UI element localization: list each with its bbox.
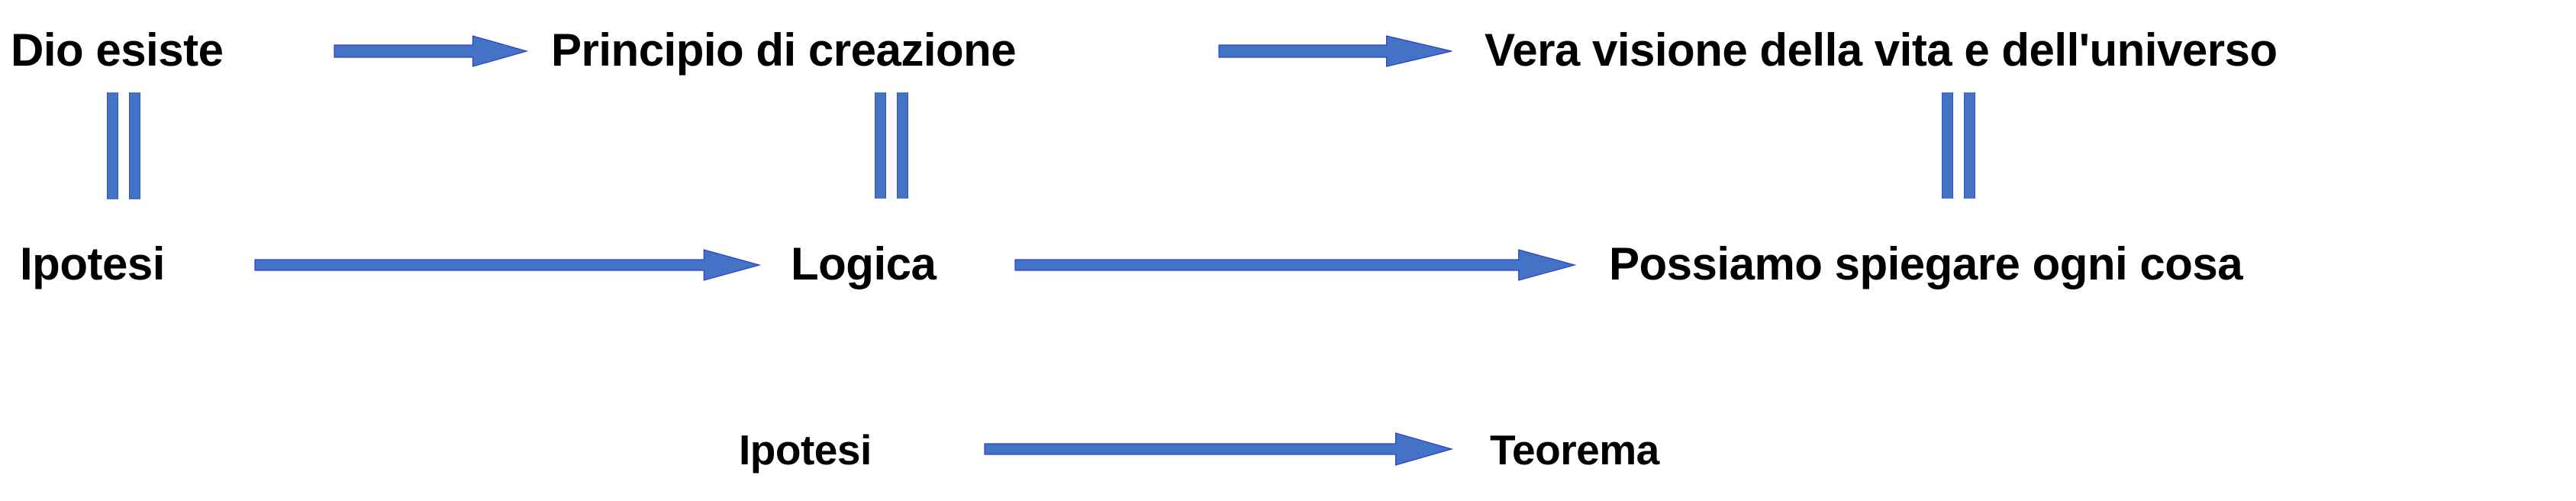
node-teorema: Teorema [1490,426,1659,474]
arrow-principio-to-vera-visione-icon [1219,36,1452,66]
node-ipotesi-generic: Ipotesi [739,426,872,474]
node-principio-di-creazione: Principio di creazione [551,24,1017,76]
equiv-bar-right [1964,92,1975,199]
arrow-logica-to-possiamo-spiegare-icon [1015,250,1575,280]
arrow-ipotesi-to-logica-icon [255,250,759,280]
equiv-vera-visione-possiamo [1942,92,1975,199]
node-vera-visione-della-vita-e-delluniverso: Vera visione della vita e dell'universo [1485,24,2278,76]
equiv-dio-esiste-ipotesi [107,92,140,199]
equiv-bar-left [1942,92,1953,199]
node-dio-esiste: Dio esiste [11,24,224,76]
arrow-ipotesi-to-teorema-icon [985,433,1452,465]
arrow-dio-esiste-to-principio-icon [334,36,527,66]
equiv-bar-left [875,92,886,199]
node-possiamo-spiegare-ogni-cosa: Possiamo spiegare ogni cosa [1609,238,2243,289]
equiv-bar-right [129,92,140,199]
equiv-bar-right [897,92,908,199]
equiv-bar-left [107,92,118,199]
equiv-principio-logica [875,92,908,199]
node-logica: Logica [791,238,937,289]
node-ipotesi-logical: Ipotesi [20,238,165,289]
